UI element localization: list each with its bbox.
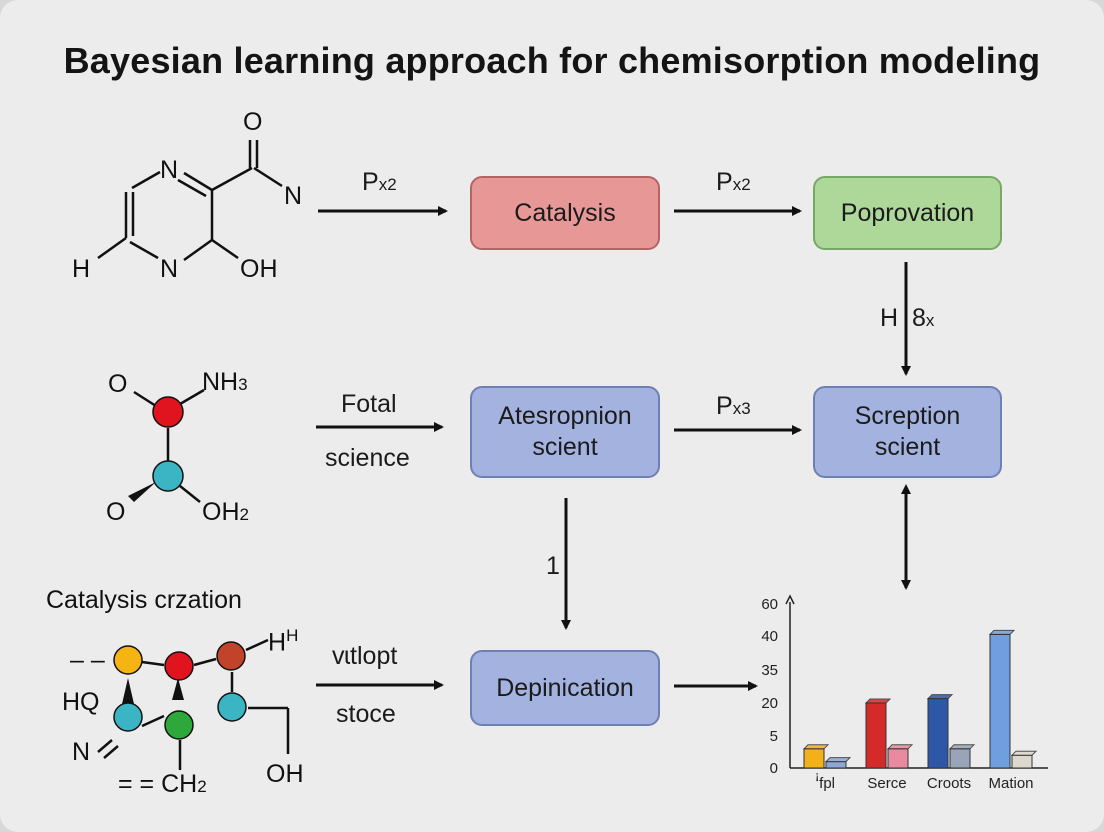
label-science: science [325,444,410,472]
catalysis-label: Catalysis [514,198,616,227]
bar-2-2 [887,748,909,769]
label-fotal: Fotal [341,390,397,418]
label-mol1-base: P [362,168,379,196]
label-mol1-sub: x2 [378,175,397,194]
mol1-atom-n-bottom: N [160,255,179,283]
molecule-3-wedge-mid [172,678,184,700]
mol1-atom-n-right: N [284,182,303,210]
bar-cap-3-1 [926,694,954,700]
mol2-atom-nh3: NH3 [202,368,248,397]
chart-y-axis-arrow [785,594,795,605]
label-atesropnion-to-depinication: 1 [546,552,560,580]
label-poprovation-to-screption: H 8x [880,304,934,333]
y-tick-label: 0 [770,760,778,777]
screption-box: Screption scient [813,386,1002,478]
label-ate-base: P [716,392,733,420]
mol3-atom-hh: HH [268,626,298,657]
screption-label-line2: scient [874,433,941,461]
atesropnion-box: Atesropnion scient [470,386,660,478]
y-tick-label: 40 [761,628,778,645]
molecule-3-node-teal-right [217,692,247,722]
bar-cap-2-1 [864,698,892,704]
label-pop-sub: x [925,311,935,330]
x-tick-label: Croots [927,775,971,792]
mol2-nh3-base: NH [202,368,239,396]
poprovation-box: Poprovation [813,176,1002,250]
molecule-3-node-yellow [113,645,143,675]
x-tick-label: ꜞfpl [815,773,835,792]
label-cat-sub: x2 [732,175,751,194]
mol3-ch2-sub: 2 [197,777,207,796]
catalysis-box: Catalysis [470,176,660,250]
mol2-oh2-sub: 2 [239,505,249,524]
molecule-1-bonds [97,140,283,262]
bar-2-1 [865,702,887,769]
molecule-3-node-red [164,651,194,681]
y-tick-label: 35 [761,662,778,679]
bar-cap-4-2 [1010,750,1038,756]
bar-1-2 [825,761,847,769]
molecule-2-bonds [133,388,205,503]
mol2-atom-o-bottom: O [106,498,126,526]
molecule-3-wedge-left [122,678,134,704]
bar-4-2 [1011,754,1033,769]
molecule-3-node-green [164,710,194,740]
label-ate-sub: x3 [732,399,751,418]
mol2-atom-oh2: OH2 [202,498,249,527]
mol1-atom-n-top: N [160,156,179,184]
molecule-3-bonds [97,638,290,770]
mol3-hh-base: H [268,628,287,657]
atesropnion-label-line2: scient [532,433,598,461]
atesropnion-label-line1: Atesropnion [498,402,632,430]
molecule-2-node-red [152,396,184,428]
mol1-atom-h: H [72,255,91,283]
x-tick-label: Mation [988,775,1033,792]
mol3-hh-sup: H [286,626,299,645]
mol3-atom-n: N [72,738,91,766]
bar-4-1 [989,633,1011,769]
depinication-label: Depinication [496,673,634,702]
molecule-2-node-teal [152,460,184,492]
bar-1-1 [803,748,825,769]
mol2-nh3-sub: 3 [238,375,248,394]
mol1-atom-oh: OH [240,255,278,283]
mol3-dash: – – [70,646,105,674]
label-pop-base: H 8 [880,304,926,332]
bar-3-1 [927,698,949,769]
mol3-atom-hq: HQ [62,688,100,716]
bar-cap-3-2 [948,744,976,750]
mol2-atom-o-top: O [108,370,128,398]
label-stoce: stoce [336,700,396,728]
label-catalysis-to-poprovation: Px2 [716,168,751,197]
mol1-atom-o: O [243,108,263,136]
bar-cap-2-2 [886,744,914,750]
mol3-ch2-base: = = CH [118,770,198,798]
bar-3-2 [949,748,971,769]
label-vitlopt: vɩtlopt [332,642,398,670]
molecule-3-node-teal-left [113,702,143,732]
label-atesropnion-to-screption: Px3 [716,392,751,421]
y-tick-label: 20 [761,695,778,712]
label-mol1-to-catalysis: Px2 [362,168,397,197]
screption-label-line1: Screption [854,402,961,430]
mol2-oh2-base: OH [202,498,240,526]
mol3-atom-oh: OH [266,760,304,788]
label-cat-base: P [716,168,733,196]
poprovation-label: Poprovation [840,198,975,227]
bar-chart: 60 40 35 20 5 0 ꜞfpl Serce Croots Mation [761,594,1048,792]
molecule-3-node-brown [216,641,246,671]
molecule-2-wedge [128,482,156,502]
bar-cap-4-1 [988,629,1016,635]
depinication-box: Depinication [470,650,660,726]
diagram-title: Bayesian learning approach for chemisorp… [63,40,1041,81]
y-tick-label: 60 [761,596,778,613]
mol3-atom-ch2: = = CH2 [118,770,207,799]
x-tick-label: Serce [867,775,906,792]
bar-cap-1-2 [824,757,852,763]
y-tick-label: 5 [770,728,778,745]
mol3-title: Catalysis crzation [46,586,242,614]
bar-cap-1-1 [802,744,830,750]
